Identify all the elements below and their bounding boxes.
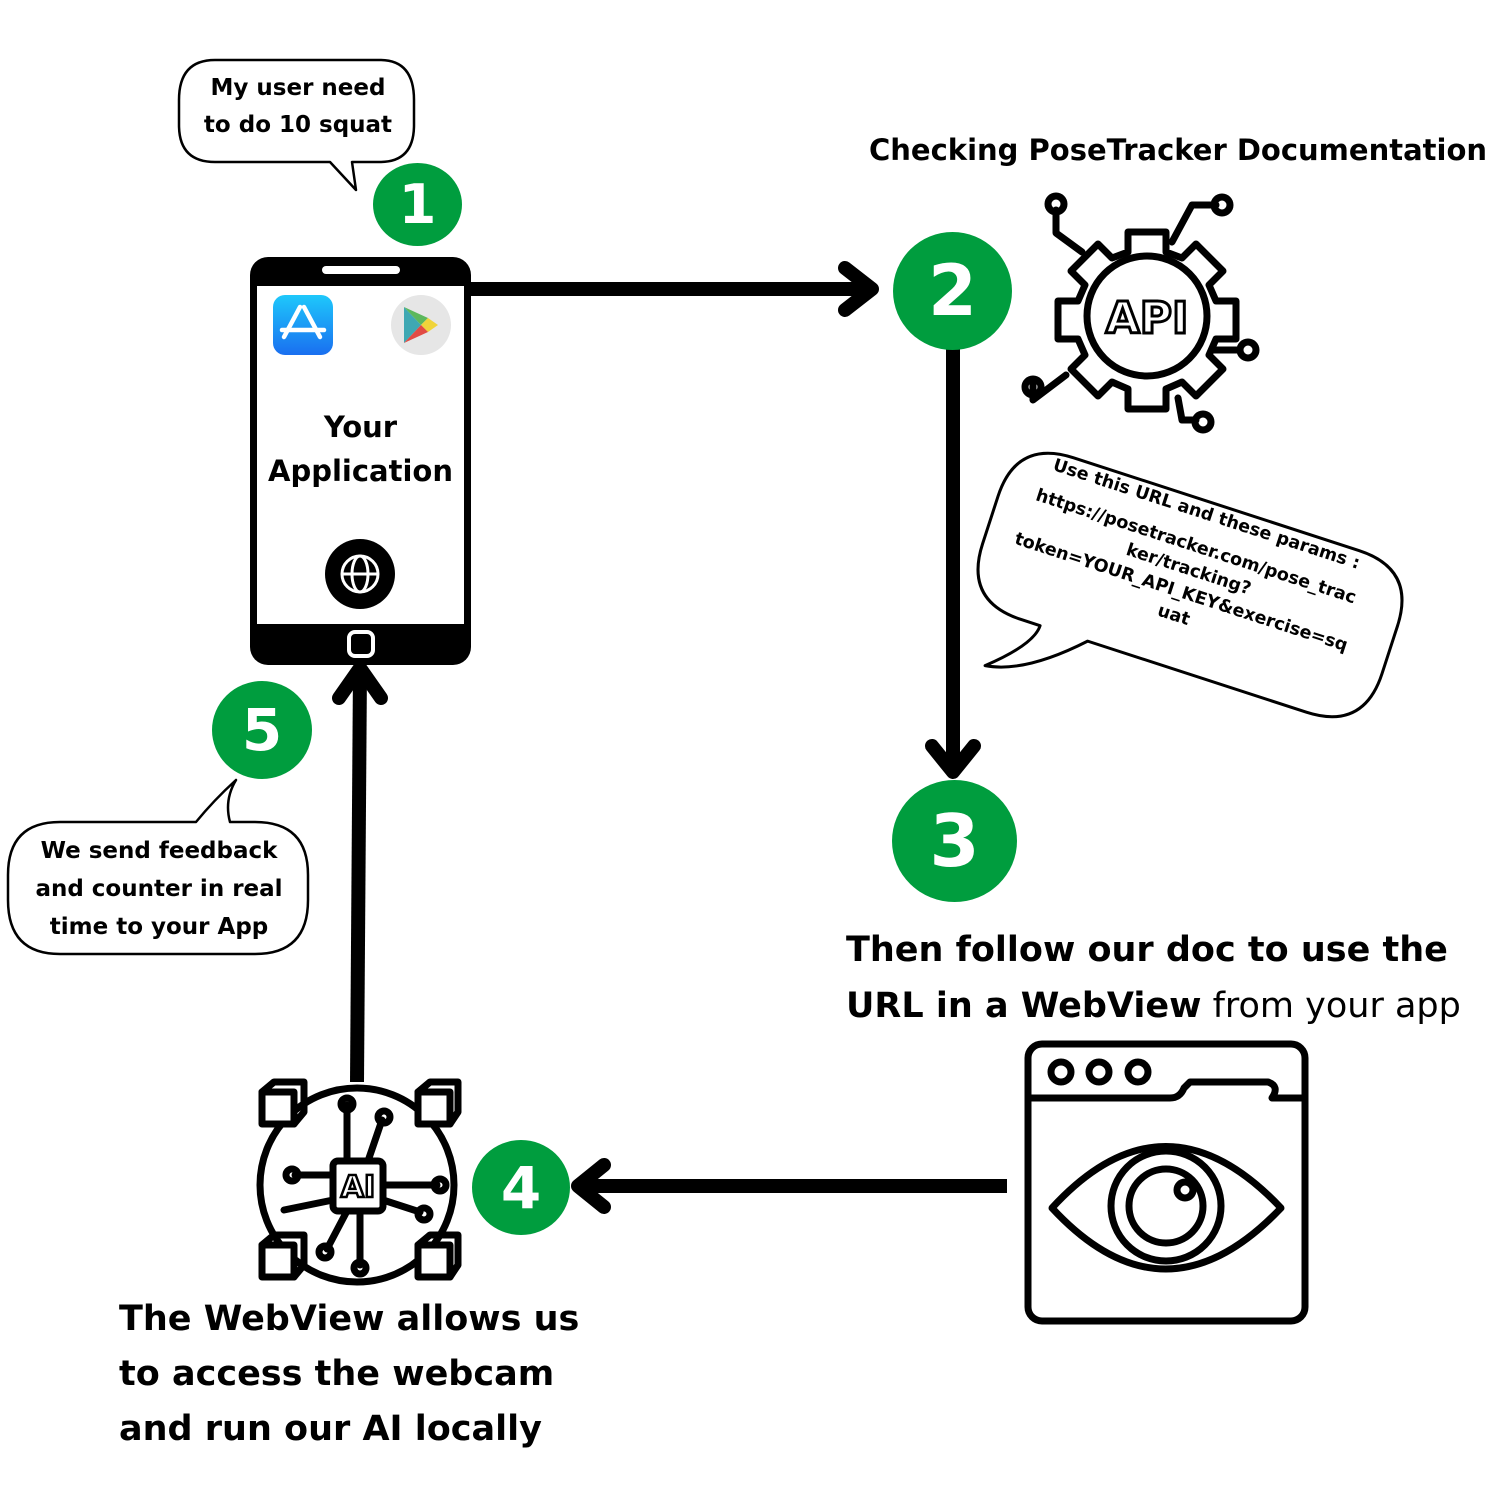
step2-caption: Checking PoseTracker Documentation: [869, 133, 1488, 167]
api-label: API: [1106, 293, 1189, 344]
ai-chip-icon: [256, 1078, 462, 1286]
app-store-icon: [273, 295, 333, 355]
arrow-webview-to-ai: [571, 1158, 1007, 1214]
step3-caption: Then follow our doc to use the URL in a …: [846, 922, 1461, 1034]
phone-title-line: Your: [323, 410, 398, 444]
speech-bubble-url: [976, 451, 1404, 719]
step-number: 2: [928, 250, 977, 332]
api-gear-icon: [1021, 192, 1260, 434]
speech-bubble-step5: [6, 778, 310, 956]
step-number: 3: [929, 799, 980, 883]
step-number: 1: [398, 173, 437, 236]
bubble-line: to do 10 squat: [203, 112, 393, 138]
bubble-line: We send feedback: [40, 838, 278, 864]
step-4-badge: 4: [472, 1140, 570, 1235]
globe-icon: [325, 539, 395, 609]
arrow-docs-to-webview: [925, 345, 981, 779]
caption-regular: from your app: [1201, 986, 1461, 1026]
step-number: 4: [500, 1153, 542, 1222]
caption-bold: URL in a WebView: [846, 986, 1202, 1026]
caption-line: URL in a WebView from your app: [846, 978, 1461, 1034]
webview-browser-eye-icon: [1024, 1040, 1309, 1325]
caption-line: to access the webcam: [119, 1354, 555, 1394]
step-3-badge: 3: [892, 780, 1017, 902]
step4-caption: The WebView allows us to access the webc…: [119, 1292, 579, 1457]
step-number: 5: [241, 696, 283, 764]
ai-label: AI: [341, 1170, 375, 1205]
bubble-line: and counter in real: [35, 876, 283, 902]
arrow-ai-to-phone: [332, 661, 388, 1083]
caption-line: and run our AI locally: [119, 1409, 542, 1449]
bubble-step1-text: My user need to do 10 squat: [183, 70, 413, 144]
caption-line: Then follow our doc to use the: [846, 930, 1448, 970]
step-5-badge: 5: [212, 681, 312, 779]
bubble-line: time to your App: [49, 914, 269, 940]
phone-title-line: Application: [268, 454, 453, 488]
step-1-badge: 1: [373, 163, 462, 246]
google-play-icon: [391, 295, 451, 355]
arrow-phone-to-docs: [468, 261, 879, 317]
step-2-badge: 2: [893, 232, 1012, 350]
speech-bubble-step1: [177, 58, 416, 192]
bubble-step5-text: We send feedback and counter in real tim…: [10, 832, 308, 946]
caption-line: The WebView allows us: [119, 1299, 580, 1339]
phone-app-title: Your Application: [257, 405, 464, 493]
bubble-line: My user need: [210, 75, 386, 101]
